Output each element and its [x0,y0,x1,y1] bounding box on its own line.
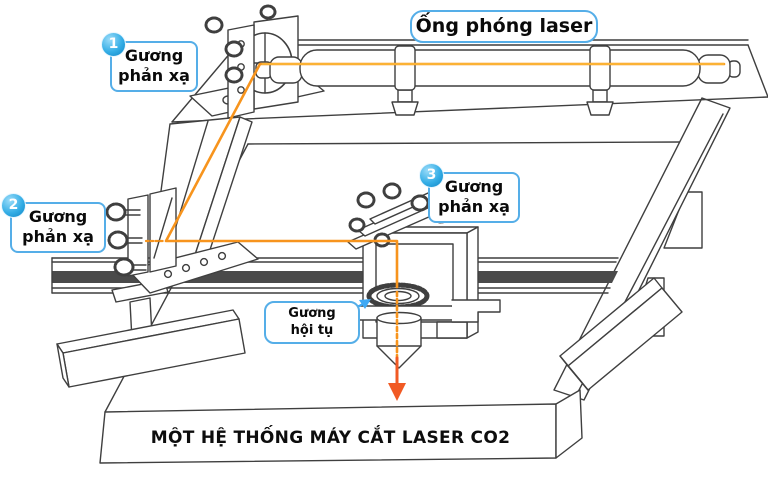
left-frame-beam [56,309,246,388]
tube-clamp [586,45,614,116]
label-laser-tube: Ống phóng laser [410,10,598,43]
tube-clamp [391,45,419,116]
adjust-knob [348,217,366,233]
badge-1: 1 [101,32,126,57]
label-mirror-2-line2: phản xạ [22,227,94,247]
laser-tube [255,45,741,116]
label-focus-lens-line2: hội tụ [290,322,334,338]
adjust-knob [105,202,127,222]
badge-2: 2 [1,193,26,218]
label-mirror-3-line2: phản xạ [438,197,510,217]
adjust-knob [204,16,224,34]
adjust-knob [356,191,376,209]
adjust-knob [224,66,244,84]
label-mirror-3: 3 Gương phản xạ [419,163,520,223]
label-mirror-1-line2: phản xạ [118,66,190,86]
label-focus-lens-line1: Gương [288,306,336,321]
adjust-knob [259,4,277,20]
mirror-2-assembly [105,187,259,294]
label-mirror-1: 1 Gương phản xạ [101,32,198,92]
head-step-bracket [451,299,501,323]
right-frame-beam [559,277,683,391]
beam-arrow [388,356,406,401]
label-mirror-1-line1: Gương [124,46,184,65]
adjust-knob [410,194,430,212]
nozzle [376,311,422,369]
diagram-caption: MỘT HỆ THỐNG MÁY CẮT LASER CO2 [150,428,511,448]
badge-3: 3 [419,163,444,188]
laser-beam-path [144,62,726,401]
label-mirror-2-line1: Gương [28,207,88,226]
label-mirror-2: 2 Gương phản xạ [1,193,106,253]
bed-bracket-1 [663,191,703,249]
label-focus-lens: Gương hội tụ [264,301,360,345]
adjust-knob [113,257,135,277]
adjust-knob [107,230,129,250]
adjust-knob [224,40,244,58]
base-box [99,389,583,464]
adjust-knob [382,182,402,200]
label-mirror-3-line1: Gương [444,177,504,196]
label-laser-tube-text: Ống phóng laser [415,15,593,37]
